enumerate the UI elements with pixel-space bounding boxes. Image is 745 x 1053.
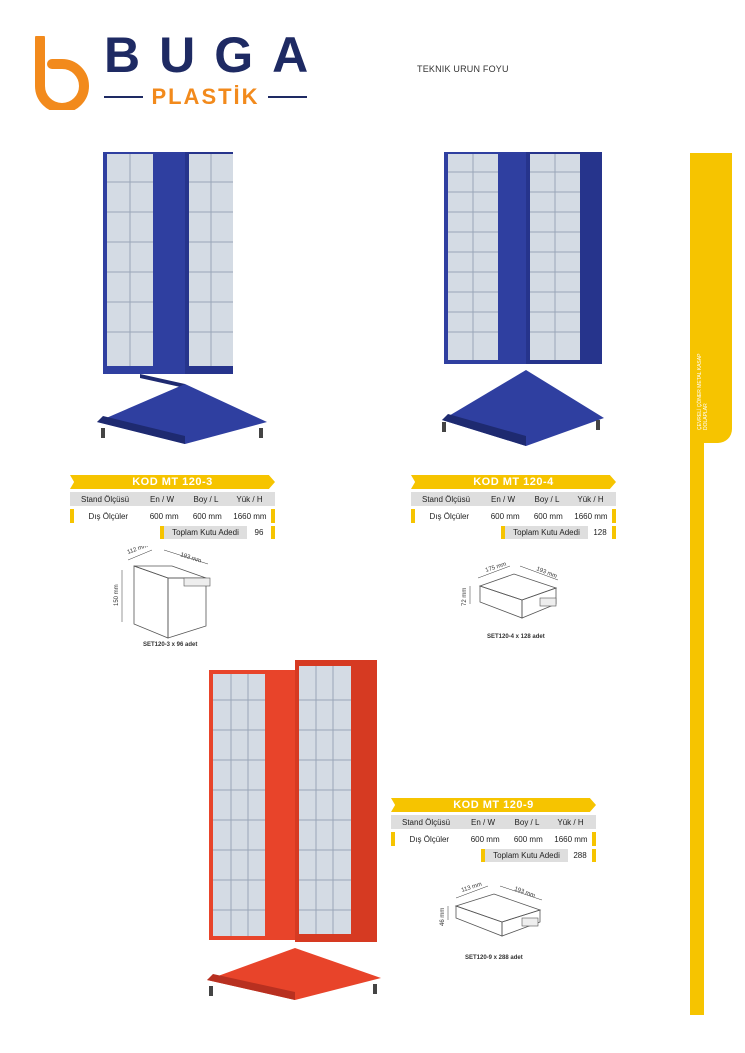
spec-values-row: Dış Ölçüler 600 mm 600 mm 1660 mm — [70, 509, 275, 523]
box-dim-b: 193 mm — [535, 566, 557, 580]
box-dim-b: 193 mm — [513, 886, 535, 899]
value-cell: 1660 mm — [574, 511, 608, 521]
product-code: KOD MT 120-3 — [70, 475, 275, 489]
header-cell: En / W — [490, 494, 515, 504]
total-row: Toplam Kutu Adedi 96 — [160, 526, 275, 539]
spec-values-row: Dış Ölçüler 600 mm 600 mm 1660 mm — [411, 509, 616, 523]
box-diagram-set120-4: 175 mm 193 mm 72 mm — [462, 561, 559, 619]
value-cell: Dış Ölçüler — [88, 511, 129, 521]
product-code: KOD MT 120-9 — [391, 798, 596, 812]
header-cell: Yük / H — [557, 817, 584, 827]
value-cell: 600 mm — [533, 511, 563, 521]
box-caption: SET120-9 x 288 adet — [465, 955, 523, 961]
box-caption: SET120-4 x 128 adet — [487, 634, 545, 640]
spec-header-row: Stand Ölçüsü En / W Boy / L Yük / H — [70, 492, 275, 506]
value-cell: 600 mm — [192, 511, 222, 521]
box-dim-h: 150 mm — [114, 584, 120, 606]
brand-divider-right — [267, 96, 307, 98]
total-label: Toplam Kutu Adedi — [513, 528, 580, 537]
header-cell: Yük / H — [236, 494, 263, 504]
box-dim-b: 193 mm — [179, 552, 201, 564]
brand-sub-word: PLASTİK — [151, 84, 260, 109]
box-dim-h: 72 mm — [462, 588, 468, 606]
spec-table-mt120-4: KOD MT 120-4 Stand Ölçüsü En / W Boy / L… — [411, 475, 616, 539]
brand-name: BUGA — [104, 27, 328, 83]
value-cell: 600 mm — [513, 834, 543, 844]
buga-logo-icon — [35, 36, 89, 110]
box-dim-a: 112 mm — [127, 546, 149, 556]
total-label: Toplam Kutu Adedi — [493, 851, 560, 860]
value-cell: 1660 mm — [554, 834, 588, 844]
spec-values-row: Dış Ölçüler 600 mm 600 mm 1660 mm — [391, 832, 596, 846]
header-cell: Boy / L — [514, 817, 540, 827]
value-cell: 600 mm — [470, 834, 500, 844]
box-diagram-set120-3: 112 mm 193 mm 150 mm — [114, 546, 211, 639]
total-row: Toplam Kutu Adedi 288 — [481, 849, 596, 862]
box-diagram-set120-9: 113 mm 193 mm 46 mm — [440, 882, 543, 937]
header-cell: En / W — [149, 494, 174, 504]
spec-header-row: Stand Ölçüsü En / W Boy / L Yük / H — [411, 492, 616, 506]
cabinet-mt120-9-image — [207, 660, 381, 1000]
total-row: Toplam Kutu Adedi 128 — [501, 526, 616, 539]
spec-table-mt120-3: KOD MT 120-3 Stand Ölçüsü En / W Boy / L… — [70, 475, 275, 539]
header-cell: En / W — [470, 817, 495, 827]
value-cell: Dış Ölçüler — [429, 511, 470, 521]
box-dim-h: 46 mm — [440, 908, 446, 926]
total-value: 96 — [247, 526, 271, 539]
value-cell: Dış Ölçüler — [409, 834, 450, 844]
header-cell: Boy / L — [193, 494, 219, 504]
product-code: KOD MT 120-4 — [411, 475, 616, 489]
cabinet-mt120-4-image — [442, 152, 604, 446]
box-caption: SET120-3 x 96 adet — [143, 642, 198, 648]
total-value: 128 — [588, 526, 612, 539]
total-label: Toplam Kutu Adedi — [172, 528, 239, 537]
brand-subtitle: PLASTİK — [104, 84, 307, 110]
spec-header-row: Stand Ölçüsü En / W Boy / L Yük / H — [391, 815, 596, 829]
side-tab-label: ÇEVRELİ ÇÖNER METAL KASAP DOLAPLAR — [697, 353, 709, 430]
total-value: 288 — [568, 849, 592, 862]
side-tab — [690, 153, 732, 443]
value-cell: 600 mm — [490, 511, 520, 521]
brand-divider-left — [104, 96, 144, 98]
header-cell: Yük / H — [577, 494, 604, 504]
value-cell: 600 mm — [149, 511, 179, 521]
value-cell: 1660 mm — [233, 511, 267, 521]
header-cell: Stand Ölçüsü — [80, 494, 130, 504]
box-dim-a: 175 mm — [485, 561, 507, 573]
header-cell: Boy / L — [534, 494, 560, 504]
header-cell: Stand Ölçüsü — [421, 494, 471, 504]
header-cell: Stand Ölçüsü — [401, 817, 451, 827]
spec-table-mt120-9: KOD MT 120-9 Stand Ölçüsü En / W Boy / L… — [391, 798, 596, 862]
document-title: TEKNIK URUN FOYU — [417, 64, 509, 74]
cabinet-mt120-3-image — [97, 152, 267, 444]
